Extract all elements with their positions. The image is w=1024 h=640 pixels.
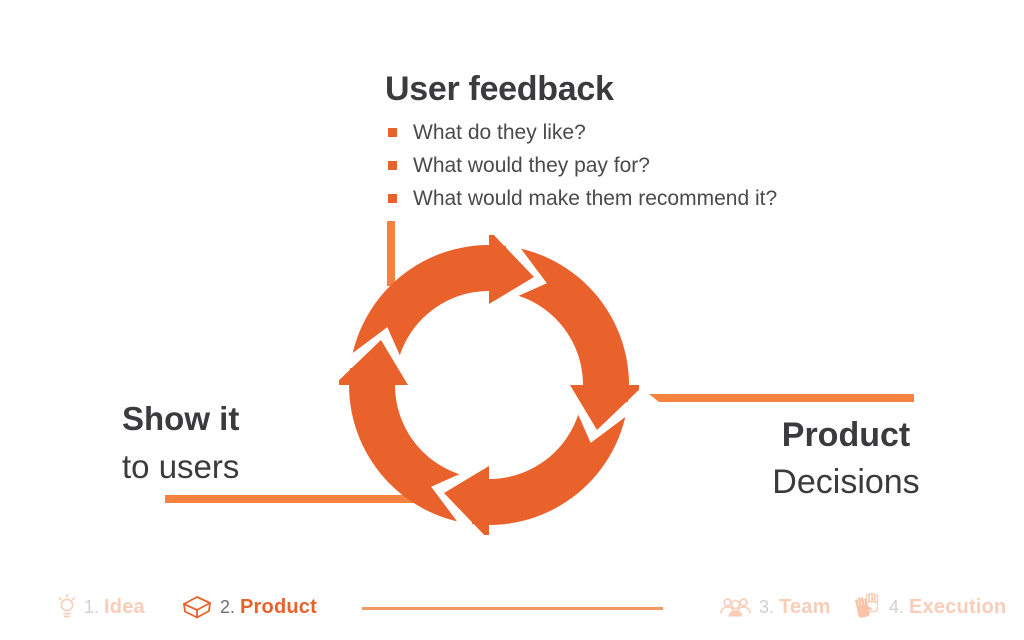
footer-progress-line [362,607,663,610]
footer-step-team[interactable]: 3. Team [719,591,831,623]
show-it-line2: to users [122,448,240,485]
lightbulb-icon [57,593,77,622]
product-decisions-label: Product Decisions [736,412,956,506]
bullet-square-icon [388,161,397,170]
step-label: Execution [909,595,1007,618]
circular-arrows-loop-icon [339,235,639,535]
connector-line-right [649,394,914,402]
footer-step-product[interactable]: 2. Product [181,591,317,623]
step-number: 4. [889,596,905,617]
show-it-line1: Show it [122,400,240,437]
list-item: What do they like? [388,116,777,149]
step-label: Team [779,595,831,618]
connector-line-left [165,495,414,503]
footer-step-execution[interactable]: 4. Execution [855,591,1006,623]
product-line1: Product [781,416,911,454]
list-item: What would they pay for? [388,149,777,182]
show-it-label: Show it to users [122,395,239,491]
bullet-text: What would make them recommend it? [413,186,778,210]
footer-step-idea[interactable]: 1. Idea [57,591,145,623]
team-icon [719,595,752,619]
user-feedback-title: User feedback [385,70,614,108]
connector-line-top [387,221,395,286]
bullet-square-icon [388,194,397,203]
product-line2: Decisions [772,463,920,501]
user-feedback-list: What do they like? What would they pay f… [388,116,777,215]
hand-icon [855,592,882,622]
bullet-square-icon [388,128,397,137]
step-number: 2. [220,596,236,617]
step-number: 1. [84,596,100,617]
step-label: Product [240,595,317,618]
step-number: 3. [759,596,775,617]
step-label: Idea [104,595,145,618]
bullet-text: What would they pay for? [413,153,650,177]
package-icon [181,594,213,620]
bullet-text: What do they like? [413,120,586,144]
list-item: What would make them recommend it? [388,182,777,215]
